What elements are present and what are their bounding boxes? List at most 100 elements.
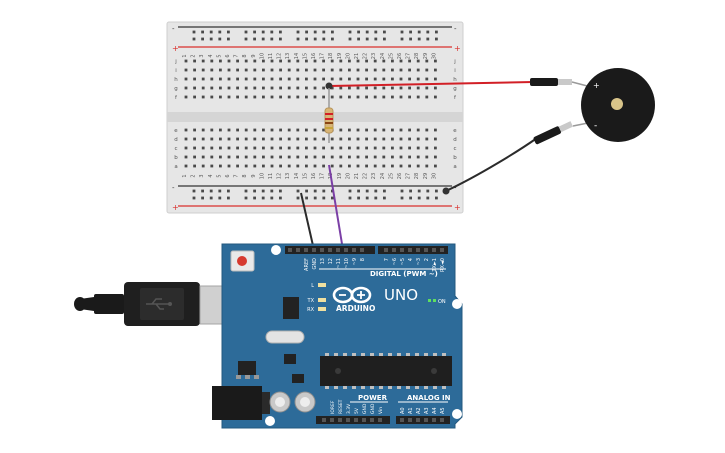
row-letter: j	[174, 59, 177, 65]
chip-pin	[361, 353, 365, 356]
rail-hole	[400, 189, 404, 193]
breadboard-hole	[313, 137, 317, 141]
rail-hole	[383, 196, 386, 200]
power-pin-label: GND	[362, 403, 368, 414]
analog-pin-label: A4	[432, 407, 438, 414]
voltage-regulator	[238, 361, 256, 375]
breadboard-hole	[356, 137, 360, 141]
breadboard-hole	[339, 164, 343, 168]
breadboard-hole	[330, 95, 334, 99]
power-jack	[212, 386, 262, 420]
breadboard-hole	[356, 155, 360, 159]
rail-hole	[201, 30, 204, 34]
analog-pin-hole	[408, 418, 412, 422]
column-number-top: 12	[277, 53, 283, 59]
resistor-band	[325, 122, 333, 124]
breadboard-hole	[425, 155, 429, 159]
breadboard-hole	[425, 146, 429, 150]
breadboard-hole	[210, 77, 214, 81]
breadboard-hole	[279, 86, 282, 90]
breadboard-hole	[236, 59, 239, 63]
breadboard-hole	[408, 68, 411, 72]
breadboard-hole	[296, 146, 300, 150]
breadboard-hole	[287, 59, 291, 63]
breadboard-hole	[236, 77, 239, 81]
chip-pin	[334, 353, 338, 356]
reset-button-cap[interactable]	[237, 256, 247, 266]
breadboard-hole	[365, 155, 368, 159]
resistor-band	[325, 127, 333, 129]
breadboard-hole	[339, 128, 343, 132]
column-number-top: 19	[337, 53, 343, 59]
chip-pin	[397, 386, 401, 389]
digital-header-label: DIGITAL (PWM ~)	[370, 270, 438, 278]
breadboard-hole	[391, 77, 394, 81]
column-number-bottom: 20	[345, 173, 351, 179]
column-number-top: 20	[345, 53, 351, 59]
breadboard-hole	[382, 128, 386, 132]
breadboard-hole	[227, 77, 231, 81]
power-pin-label: 5V	[354, 407, 360, 414]
row-letter: b	[453, 155, 457, 161]
breadboard-hole	[330, 68, 334, 72]
mount-hole	[271, 245, 281, 255]
rail-hole	[270, 189, 274, 193]
buzzer-plus-connector	[530, 78, 558, 86]
breadboard-hole	[339, 155, 343, 159]
breadboard-hole	[408, 128, 411, 132]
breadboard-hole	[434, 164, 437, 168]
breadboard-hole	[356, 68, 360, 72]
column-number-bottom: 25	[388, 173, 394, 179]
wires	[300, 81, 538, 251]
rail-hole	[417, 30, 421, 34]
rail-minus-label-bl: -	[172, 184, 175, 192]
rail-minus-label-tr: -	[454, 25, 457, 33]
chip-pin	[397, 353, 401, 356]
column-number-top: 23	[371, 53, 377, 59]
rail-hole	[383, 37, 386, 41]
breadboard-hole	[236, 128, 239, 132]
chip-pin	[406, 386, 410, 389]
rail-hole	[305, 196, 308, 200]
breadboard-hole	[219, 155, 222, 159]
rail-hole	[227, 30, 230, 34]
rail-hole	[365, 189, 369, 193]
breadboard-hole	[348, 137, 351, 141]
breadboard-hole	[262, 77, 265, 81]
breadboard-hole	[365, 59, 368, 63]
breadboard-hole	[313, 95, 317, 99]
breadboard-hole	[330, 155, 334, 159]
usb-icon	[146, 298, 172, 310]
rail-hole	[426, 189, 430, 193]
rail-hole	[209, 37, 213, 41]
breadboard-hole	[408, 59, 411, 63]
breadboard-hole	[322, 86, 325, 90]
breadboard-hole	[339, 86, 343, 90]
power-pin-label: IOREF	[330, 400, 336, 414]
rail-hole	[374, 30, 378, 34]
rail-hole	[218, 189, 222, 193]
rail-hole	[218, 37, 222, 41]
rail-hole	[426, 30, 430, 34]
breadboard-hole	[399, 95, 403, 99]
column-number-bottom: 26	[397, 173, 403, 179]
rail-hole	[374, 196, 378, 200]
breadboard-hole	[305, 164, 308, 168]
breadboard-hole	[373, 137, 377, 141]
chip-pin	[406, 353, 410, 356]
breadboard-hole	[348, 128, 351, 132]
breadboard-hole	[365, 86, 368, 90]
wire-purple-pin10	[328, 164, 344, 251]
breadboard-hole	[365, 95, 368, 99]
breadboard-hole	[201, 146, 205, 150]
rail-hole	[244, 196, 248, 200]
breadboard-hole	[184, 146, 188, 150]
breadboard-hole	[365, 137, 368, 141]
rail-hole	[400, 37, 404, 41]
breadboard-hole	[253, 155, 257, 159]
breadboard-hole	[434, 137, 437, 141]
bottom-pin-holes	[322, 418, 444, 422]
breadboard-hole	[313, 68, 317, 72]
rail-hole	[261, 37, 265, 41]
rail-hole	[313, 37, 317, 41]
